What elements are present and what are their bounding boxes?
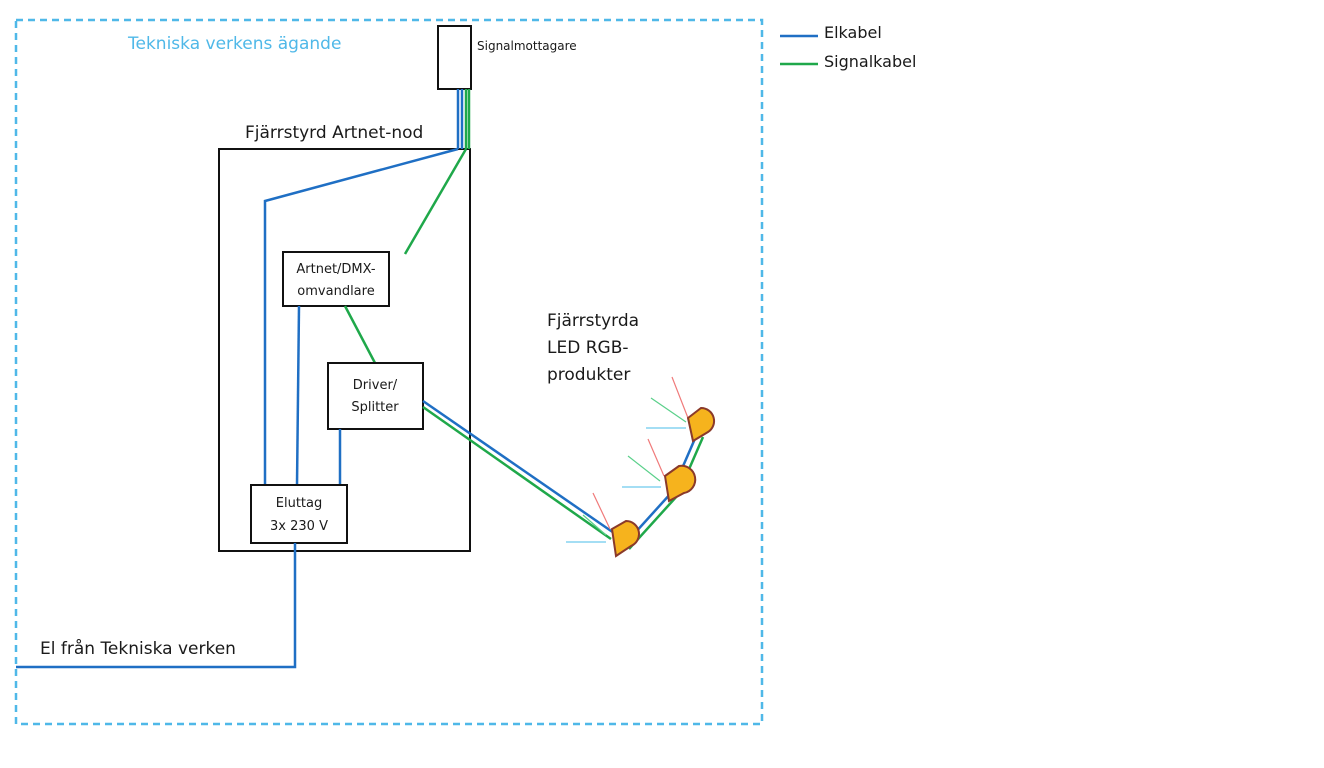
driver-splitter-box — [327, 362, 424, 430]
ownership-region — [14, 18, 764, 726]
outlet-label-line2: 3x 230 V — [270, 519, 328, 534]
led-fixture-1 — [610, 519, 640, 558]
incoming-power-cable — [16, 543, 297, 669]
led-power-cable — [422, 399, 615, 535]
led-label-line1: Fjärrstyrda — [547, 311, 639, 331]
ownership-region-label: Tekniska verkens ägande — [127, 34, 341, 54]
legend-signal-label: Signalkabel — [824, 52, 916, 71]
led-light-rays — [566, 376, 689, 543]
led-label-line2: LED RGB- — [547, 338, 629, 358]
led-label-line3: produkter — [547, 365, 630, 385]
driver-signal-cable — [343, 305, 377, 364]
converter-label-line2: omvandlare — [297, 284, 374, 299]
led-fixture-3 — [686, 406, 716, 443]
artnet-node-label: Fjärrstyrd Artnet-nod — [245, 123, 423, 143]
artnet-dmx-converter-box — [282, 251, 390, 307]
signal-receiver-label: Signalmottagare — [477, 39, 577, 53]
driver-label-line2: Splitter — [351, 400, 399, 415]
signal-receiver-box — [437, 25, 472, 90]
driver-label-line1: Driver/ — [353, 378, 398, 393]
converter-label-line1: Artnet/DMX- — [296, 262, 376, 277]
legend: Elkabel Signalkabel — [780, 23, 916, 71]
outlet-label-line1: Eluttag — [276, 496, 322, 511]
converter-signal-cable — [403, 148, 468, 255]
power-source-label: El från Tekniska verken — [40, 638, 236, 659]
artnet-node-box — [218, 148, 471, 552]
led-signal-cable — [422, 405, 612, 541]
outlet-box — [250, 484, 348, 544]
led-fixture-2 — [663, 464, 697, 503]
node-power-cable — [263, 147, 459, 485]
converter-power-cable — [295, 305, 301, 486]
legend-power-label: Elkabel — [824, 23, 882, 42]
